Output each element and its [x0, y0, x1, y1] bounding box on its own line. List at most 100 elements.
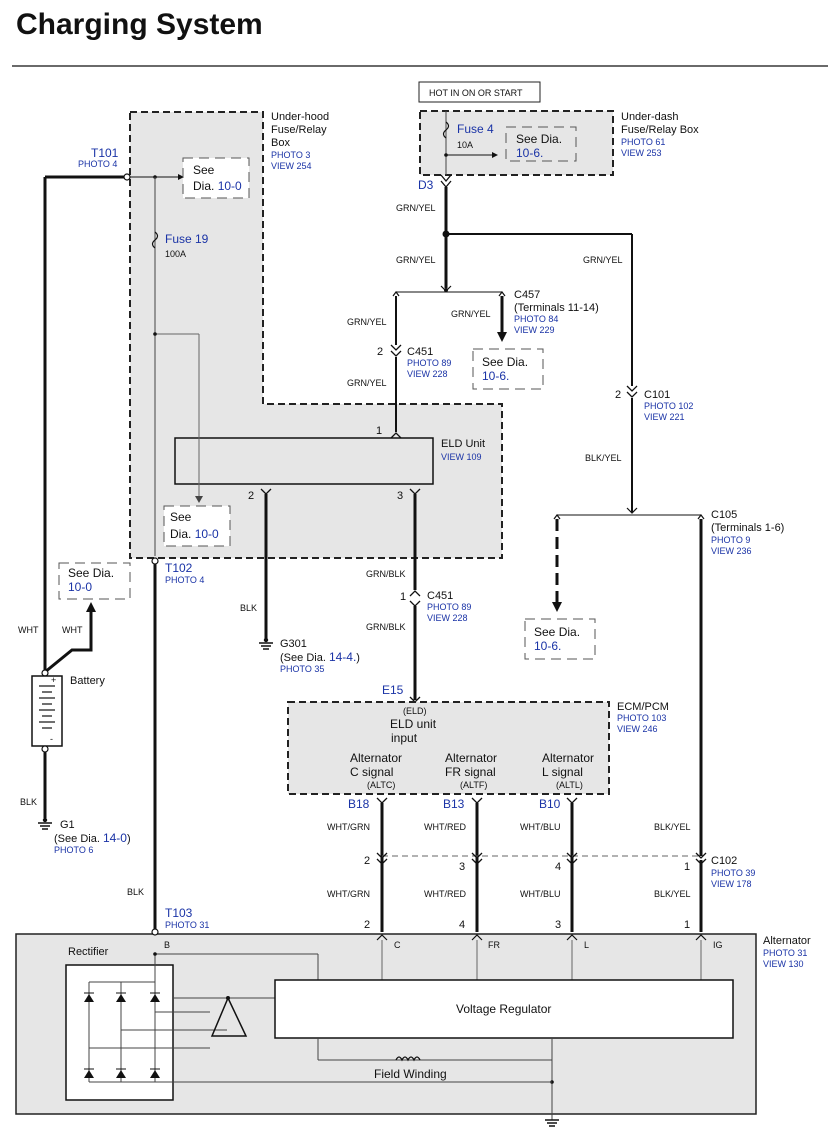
svg-text:10-0: 10-0 — [68, 580, 92, 594]
see-ref-underdash: 10-6. — [516, 146, 543, 160]
svg-text:BLK: BLK — [127, 887, 144, 897]
t102-name: T102 — [165, 561, 193, 575]
svg-text:10-6.: 10-6. — [534, 639, 561, 653]
svg-text:BLK: BLK — [240, 603, 257, 613]
fuse4-icon — [442, 121, 450, 139]
g301-ground-icon — [259, 642, 273, 650]
svg-text:PHOTO 35: PHOTO 35 — [280, 664, 324, 674]
svg-text:2: 2 — [377, 346, 383, 358]
svg-text:2: 2 — [248, 490, 254, 502]
svg-text:1: 1 — [400, 591, 406, 603]
see-dia-box-eld — [163, 505, 231, 547]
svg-text:WHT/GRN: WHT/GRN — [327, 889, 370, 899]
fuse4-rating: 10A — [457, 140, 473, 150]
svg-text:1: 1 — [376, 425, 382, 437]
battery-icon — [31, 675, 63, 747]
underhood-name-2: Fuse/Relay — [271, 124, 327, 136]
pin-b10: B10 — [539, 797, 561, 811]
svg-text:WHT/GRN: WHT/GRN — [327, 822, 370, 832]
svg-text:GRN/BLK: GRN/BLK — [366, 622, 406, 632]
see-dia-box-c105 — [524, 618, 596, 660]
underhood-name-1: Under-hood — [271, 111, 329, 123]
c451-top-connector — [390, 344, 402, 357]
eld-unit-name: ELD Unit — [441, 438, 485, 450]
svg-text:input: input — [391, 731, 418, 745]
pin-b13: B13 — [443, 797, 465, 811]
underdash-name-1: Under-dash — [621, 111, 678, 123]
svg-text:1: 1 — [684, 861, 690, 873]
svg-text:FR signal: FR signal — [445, 765, 496, 779]
svg-text:PHOTO 31: PHOTO 31 — [763, 948, 807, 958]
svg-text:(ALTC): (ALTC) — [367, 780, 395, 790]
field-winding-label: Field Winding — [374, 1067, 447, 1081]
ecm-pcm-box — [287, 701, 610, 795]
svg-text:BLK/YEL: BLK/YEL — [585, 453, 622, 463]
svg-text:GRN/YEL: GRN/YEL — [347, 317, 387, 327]
stator-icon — [210, 996, 248, 1037]
underhood-name-3: Box — [271, 137, 290, 149]
hot-label: HOT IN ON OR START — [429, 88, 523, 98]
underdash-name-2: Fuse/Relay Box — [621, 124, 699, 136]
field-winding-icon — [395, 1056, 421, 1062]
svg-text:VIEW 109: VIEW 109 — [441, 452, 482, 462]
svg-text:Dia. 10-0: Dia. 10-0 — [193, 179, 242, 193]
svg-text:1: 1 — [684, 919, 690, 931]
svg-text:3: 3 — [555, 919, 561, 931]
svg-text:100A: 100A — [165, 249, 186, 259]
rectifier-label: Rectifier — [68, 946, 109, 958]
svg-text:GRN/YEL: GRN/YEL — [451, 309, 491, 319]
voltage-regulator — [274, 979, 734, 1039]
svg-text:WHT/RED: WHT/RED — [424, 889, 466, 899]
alternator-name: Alternator — [763, 935, 811, 947]
e15-label: E15 — [382, 683, 404, 697]
c105-name: C105 — [711, 509, 737, 521]
svg-text:See: See — [170, 510, 192, 524]
fuse19-icon — [151, 231, 159, 249]
svg-text:Alternator: Alternator — [350, 751, 402, 765]
svg-text:Dia. 10-0: Dia. 10-0 — [170, 527, 219, 541]
svg-text:WHT: WHT — [62, 625, 83, 635]
svg-text:GRN/YEL: GRN/YEL — [396, 203, 436, 213]
svg-text:3: 3 — [459, 861, 465, 873]
svg-text:PHOTO 4: PHOTO 4 — [78, 159, 117, 169]
c457-terminals: (Terminals 11-14) — [514, 302, 599, 314]
svg-text:IG: IG — [713, 940, 723, 950]
svg-text:VIEW 228: VIEW 228 — [427, 613, 468, 623]
svg-text:VIEW 246: VIEW 246 — [617, 724, 658, 734]
svg-text:C451: C451 — [427, 590, 453, 602]
svg-text:ELD unit: ELD unit — [390, 717, 437, 731]
svg-text:Alternator: Alternator — [445, 751, 497, 765]
hot-label-box — [418, 81, 541, 103]
svg-text:C signal: C signal — [350, 765, 393, 779]
underhood-photo: PHOTO 3 — [271, 150, 310, 160]
svg-text:See Dia.: See Dia. — [68, 566, 114, 580]
t103-name: T103 — [165, 906, 193, 920]
svg-text:PHOTO 4: PHOTO 4 — [165, 575, 204, 585]
svg-text:PHOTO 89: PHOTO 89 — [427, 602, 471, 612]
alternator-ground-icon — [545, 1119, 559, 1127]
see-dia-box-c457 — [472, 348, 544, 390]
svg-text:See Dia.: See Dia. — [482, 355, 528, 369]
ecm-name: ECM/PCM — [617, 701, 669, 713]
svg-text:PHOTO 84: PHOTO 84 — [514, 314, 558, 324]
d3-label: D3 — [418, 178, 434, 192]
svg-text:PHOTO 6: PHOTO 6 — [54, 845, 93, 855]
svg-text:PHOTO 89: PHOTO 89 — [407, 358, 451, 368]
g1-name: G1 — [60, 819, 75, 831]
svg-text:C: C — [394, 940, 401, 950]
t101-name: T101 — [91, 146, 119, 160]
underdash-photo: PHOTO 61 — [621, 137, 665, 147]
svg-text:(ALTF): (ALTF) — [460, 780, 487, 790]
svg-text:VIEW 221: VIEW 221 — [644, 412, 685, 422]
svg-text:+: + — [51, 675, 56, 685]
svg-text:GRN/YEL: GRN/YEL — [347, 378, 387, 388]
g301-name: G301 — [280, 638, 307, 650]
see-dia-box-t101 — [182, 157, 250, 199]
svg-text:2: 2 — [615, 389, 621, 401]
eld-unit — [174, 437, 434, 485]
svg-text:PHOTO 31: PHOTO 31 — [165, 920, 209, 930]
svg-text:GRN/YEL: GRN/YEL — [583, 255, 623, 265]
fuse19-name: Fuse 19 — [165, 232, 209, 246]
c451-top-name: C451 — [407, 346, 433, 358]
svg-text:(See Dia. 14-0): (See Dia. 14-0) — [54, 831, 131, 845]
